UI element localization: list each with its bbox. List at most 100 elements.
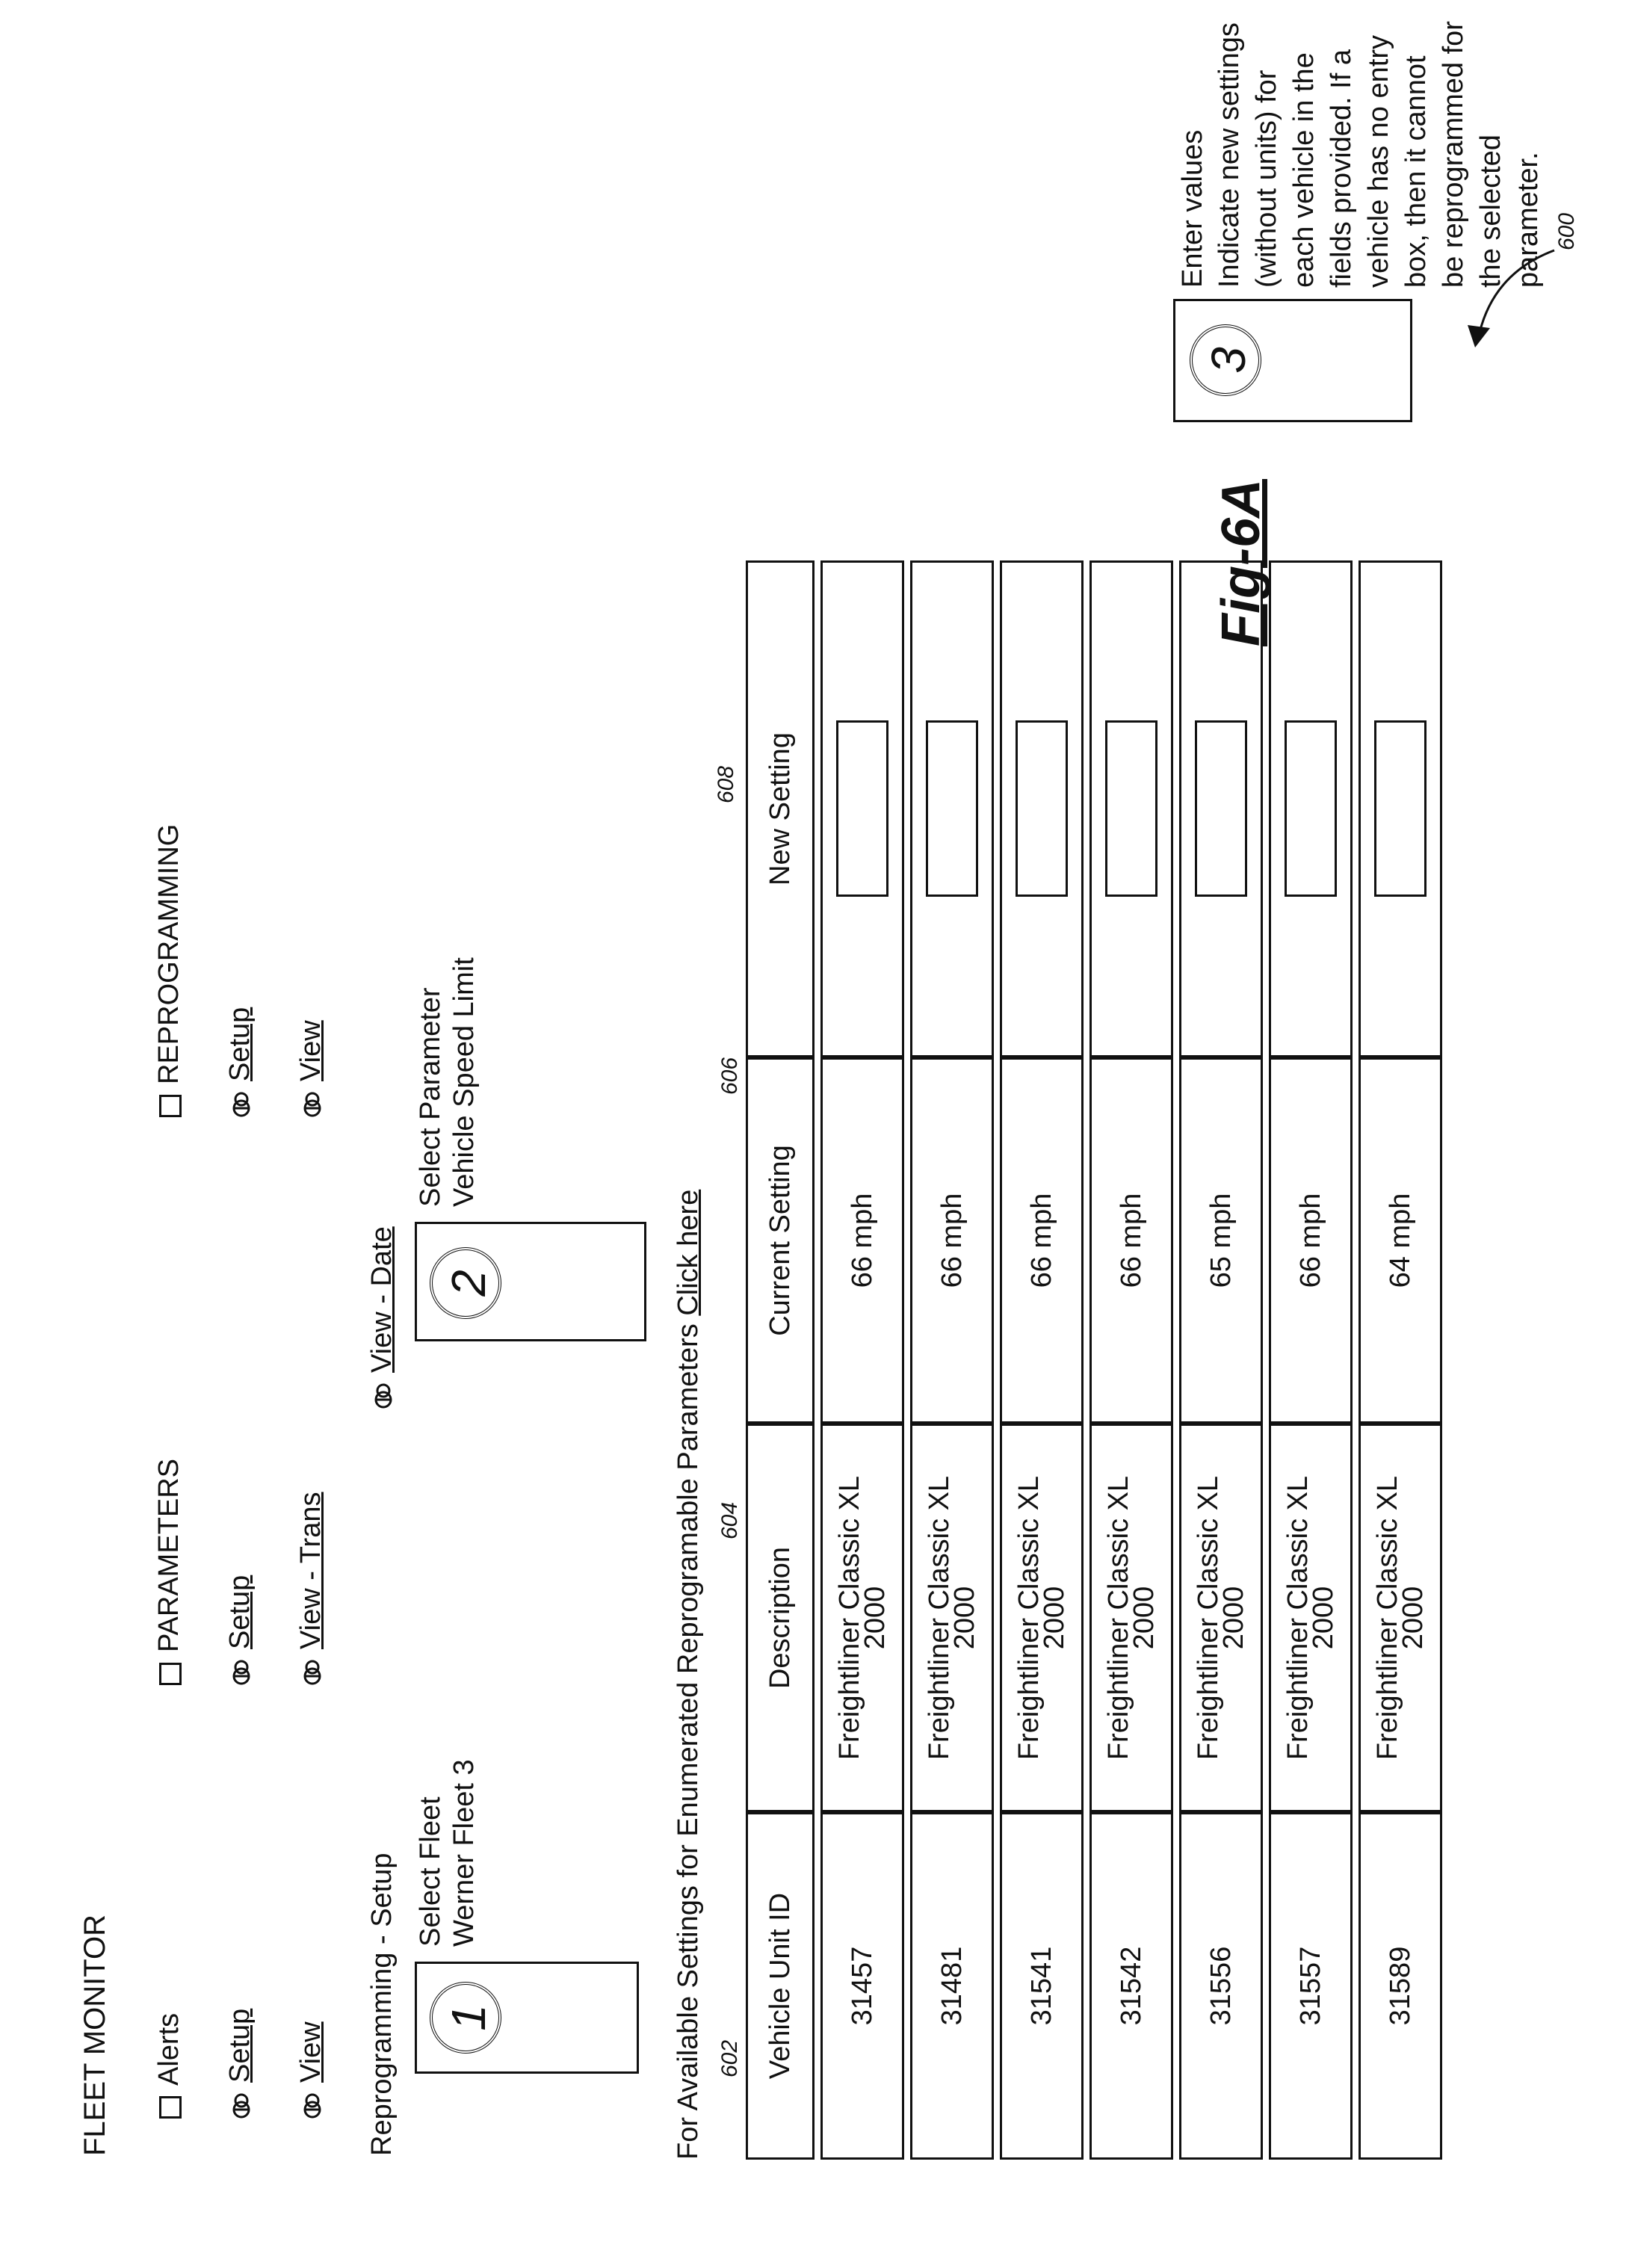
radio-toggle-icon[interactable]: [232, 1660, 250, 1685]
click-here-link[interactable]: Click here: [673, 1190, 704, 1316]
description-model: Freightliner Classic XL: [1285, 1426, 1311, 1810]
table-header-row: Vehicle Unit ID Description Current Sett…: [746, 560, 815, 2160]
ref-602: 602: [717, 2040, 743, 2077]
radio-toggle-icon[interactable]: [232, 2093, 250, 2119]
parameters-setup-link[interactable]: Setup: [224, 1575, 256, 1649]
alerts-view-link[interactable]: View: [295, 2021, 327, 2083]
new-setting-cell: [820, 560, 904, 1057]
reprogramming-checkbox[interactable]: [159, 1095, 182, 1117]
current-setting-cell: 66 mph: [820, 1057, 904, 1424]
reprogramming-view-link[interactable]: View: [295, 1020, 327, 1081]
breadcrumb: Reprogramming - Setup: [366, 1853, 398, 2156]
app-title: FLEET MONITOR: [78, 1915, 112, 2156]
radio-toggle-icon[interactable]: [232, 1092, 250, 1117]
nav-reprogramming-label: REPROGRAMMING: [153, 824, 185, 1084]
nav-parameters[interactable]: PARAMETERS: [153, 1459, 185, 1685]
description-year: 2000: [1221, 1426, 1246, 1810]
current-setting-cell: 66 mph: [910, 1057, 994, 1424]
ref-606: 606: [717, 1057, 743, 1095]
description-model: Freightliner Classic XL: [1196, 1426, 1221, 1810]
step-1-fleet-value[interactable]: Werner Fleet 3: [448, 1759, 480, 1947]
new-setting-input[interactable]: [836, 721, 888, 897]
new-setting-cell: [1089, 560, 1173, 1057]
new-setting-input[interactable]: [1374, 721, 1427, 897]
description-cell: Freightliner Classic XL2000: [1000, 1424, 1084, 1812]
nav-parameters-view-trans[interactable]: View - Trans: [295, 1492, 327, 1685]
new-setting-input[interactable]: [1195, 721, 1247, 897]
current-setting-cell: 66 mph: [1269, 1057, 1353, 1424]
vehicle-id-cell: 31556: [1179, 1812, 1263, 2160]
table-row: 31481 Freightliner Classic XL2000 66 mph: [910, 560, 994, 2160]
column-header-description[interactable]: Description: [746, 1424, 815, 1812]
radio-toggle-icon[interactable]: [303, 1660, 321, 1685]
current-setting-cell: 66 mph: [1000, 1057, 1084, 1424]
description-year: 2000: [1311, 1426, 1336, 1810]
reference-arrow-icon: [1465, 243, 1562, 362]
nav-parameters-view-date[interactable]: View - Date: [366, 1226, 398, 1409]
description-model: Freightliner Classic XL: [927, 1426, 952, 1810]
description-cell: Freightliner Classic XL2000: [1089, 1424, 1173, 1812]
nav-reprogramming[interactable]: REPROGRAMMING: [153, 824, 185, 1117]
table-row: 31556 Freightliner Classic XL2000 65 mph: [1179, 560, 1263, 2160]
vehicle-id-cell: 31481: [910, 1812, 994, 2160]
description-model: Freightliner Classic XL: [1106, 1426, 1131, 1810]
vehicle-id-cell: 31541: [1000, 1812, 1084, 2160]
table-row: 31541 Freightliner Classic XL2000 66 mph: [1000, 560, 1084, 2160]
nav-parameters-setup[interactable]: Setup: [224, 1575, 256, 1685]
description-year: 2000: [1042, 1426, 1067, 1810]
new-setting-cell: [1359, 560, 1442, 1057]
settings-notice: For Available Settings for Enumerated Re…: [673, 1190, 705, 2160]
description-cell: Freightliner Classic XL2000: [1269, 1424, 1353, 1812]
alerts-setup-link[interactable]: Setup: [224, 2009, 256, 2083]
nav-alerts-label: Alerts: [153, 2013, 185, 2086]
nav-alerts-view[interactable]: View: [295, 2021, 327, 2119]
current-setting-cell: 66 mph: [1089, 1057, 1173, 1424]
alerts-checkbox[interactable]: [159, 2096, 182, 2119]
step-2-title: Select Parameter: [415, 987, 447, 1207]
description-year: 2000: [952, 1426, 977, 1810]
parameters-view-trans-link[interactable]: View - Trans: [295, 1492, 327, 1649]
new-setting-cell: [1000, 560, 1084, 1057]
description-cell: Freightliner Classic XL2000: [1179, 1424, 1263, 1812]
radio-toggle-icon[interactable]: [303, 2093, 321, 2119]
reprogramming-setup-link[interactable]: Setup: [224, 1007, 256, 1081]
step-2-parameter-value[interactable]: Vehicle Speed Limit: [448, 957, 480, 1207]
ref-604: 604: [717, 1502, 743, 1539]
description-model: Freightliner Classic XL: [1375, 1426, 1400, 1810]
new-setting-input[interactable]: [926, 721, 978, 897]
new-setting-input[interactable]: [1285, 721, 1337, 897]
column-header-vehicle-id[interactable]: Vehicle Unit ID: [746, 1812, 815, 2160]
new-setting-input[interactable]: [1105, 721, 1157, 897]
vehicle-table: Vehicle Unit ID Description Current Sett…: [740, 560, 1448, 2160]
description-year: 2000: [862, 1426, 888, 1810]
parameters-view-date-link[interactable]: View - Date: [366, 1226, 398, 1373]
current-setting-cell: 64 mph: [1359, 1057, 1442, 1424]
new-setting-input[interactable]: [1016, 721, 1068, 897]
description-year: 2000: [1400, 1426, 1426, 1810]
radio-toggle-icon[interactable]: [374, 1383, 392, 1409]
step-2-number: 2: [430, 1247, 501, 1319]
vehicle-id-cell: 31589: [1359, 1812, 1442, 2160]
description-cell: Freightliner Classic XL2000: [820, 1424, 904, 1812]
nav-alerts[interactable]: Alerts: [153, 2013, 185, 2119]
nav-alerts-setup[interactable]: Setup: [224, 2009, 256, 2119]
description-model: Freightliner Classic XL: [1016, 1426, 1042, 1810]
radio-toggle-icon[interactable]: [303, 1092, 321, 1117]
step-1-title: Select Fleet: [415, 1796, 447, 1947]
vehicle-id-cell: 31457: [820, 1812, 904, 2160]
column-header-new-setting[interactable]: New Setting: [746, 560, 815, 1057]
nav-reprogramming-view[interactable]: View: [295, 1020, 327, 1117]
column-header-current-setting[interactable]: Current Setting: [746, 1057, 815, 1424]
nav-reprogramming-setup[interactable]: Setup: [224, 1007, 256, 1117]
figure-label: Fig-6A: [1211, 479, 1272, 646]
new-setting-cell: [1269, 560, 1353, 1057]
new-setting-cell: [910, 560, 994, 1057]
settings-notice-text: For Available Settings for Enumerated Re…: [673, 1323, 704, 2160]
table-row: 31542 Freightliner Classic XL2000 66 mph: [1089, 560, 1173, 2160]
description-cell: Freightliner Classic XL2000: [910, 1424, 994, 1812]
parameters-checkbox[interactable]: [159, 1663, 182, 1685]
ref-608: 608: [714, 766, 739, 803]
step-3-title: Enter values: [1177, 130, 1209, 288]
step-1-number: 1: [430, 1982, 501, 2054]
